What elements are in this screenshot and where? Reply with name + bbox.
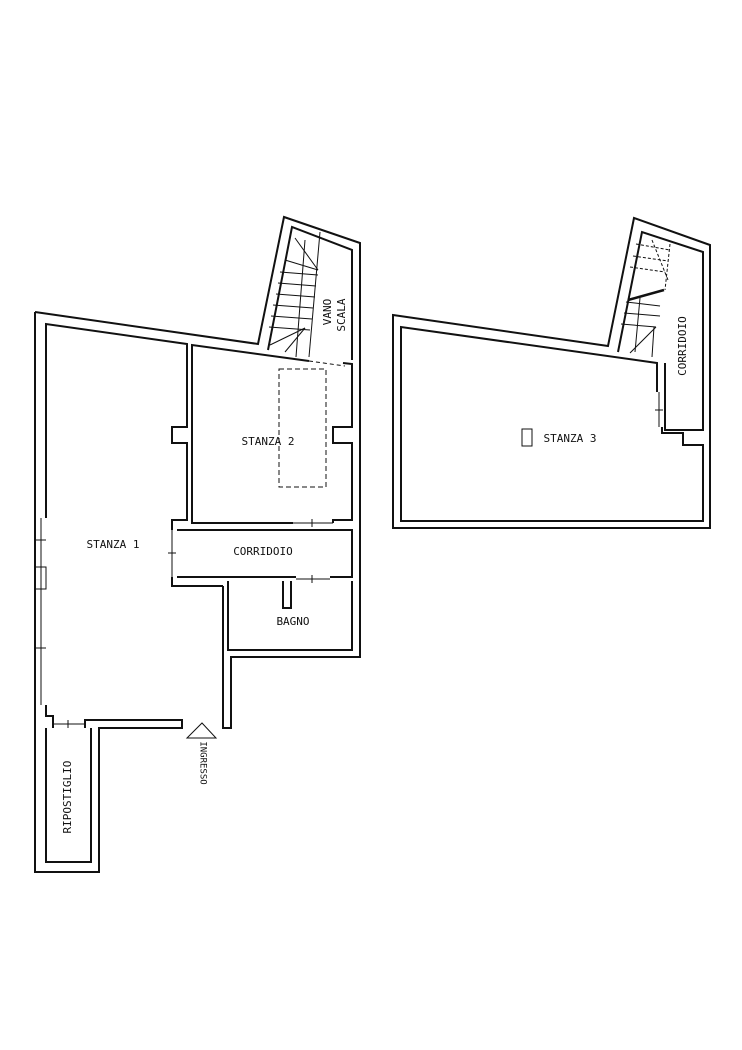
staircase — [268, 231, 321, 358]
ground-floor-plan: STANZA 1 STANZA 2 CORRIDOIO BAGNO VANO S… — [34, 215, 361, 873]
bagno-wall — [227, 581, 353, 651]
room-label-stanza1: STANZA 1 — [87, 538, 140, 551]
ripostiglio-wall — [45, 728, 92, 863]
room-label-corridoio-upper: CORRIDOIO — [676, 316, 689, 376]
outer-wall — [34, 215, 361, 729]
outer-wall-left — [34, 312, 183, 873]
entrance-arrow-icon — [185, 722, 218, 739]
room-label-vano: VANO — [321, 299, 334, 326]
corridoio-wall — [617, 230, 704, 431]
stanza1-wall — [45, 322, 188, 530]
skylight-outline — [278, 368, 327, 488]
stanza1-wall-lower — [45, 705, 54, 728]
entrance-label: INGRESSO — [198, 741, 208, 784]
stair-cut-line — [627, 288, 665, 302]
room-label-scala: SCALA — [335, 298, 348, 331]
corridor-lower-jamb — [171, 577, 223, 587]
room-label-corridoio: CORRIDOIO — [233, 545, 293, 558]
staircase — [620, 239, 671, 358]
stanza3-wall — [400, 325, 704, 522]
room-label-stanza2: STANZA 2 — [242, 435, 295, 448]
room-label-stanza3: STANZA 3 — [544, 432, 597, 445]
column-marker — [521, 428, 533, 447]
bagno-stub — [282, 581, 292, 609]
outer-wall — [392, 216, 711, 529]
room-label-ripostiglio: RIPOSTIGLIO — [61, 761, 74, 834]
stanza2-right-wall — [332, 362, 353, 523]
vano-scala-wall — [267, 225, 353, 360]
window-pier — [34, 566, 47, 590]
corridor-wall — [177, 529, 353, 578]
upper-floor-plan: STANZA 3 CORRIDOIO — [392, 216, 711, 529]
stair-opening — [308, 360, 346, 367]
stanza2-wall — [191, 343, 310, 524]
room-label-bagno: BAGNO — [276, 615, 309, 628]
